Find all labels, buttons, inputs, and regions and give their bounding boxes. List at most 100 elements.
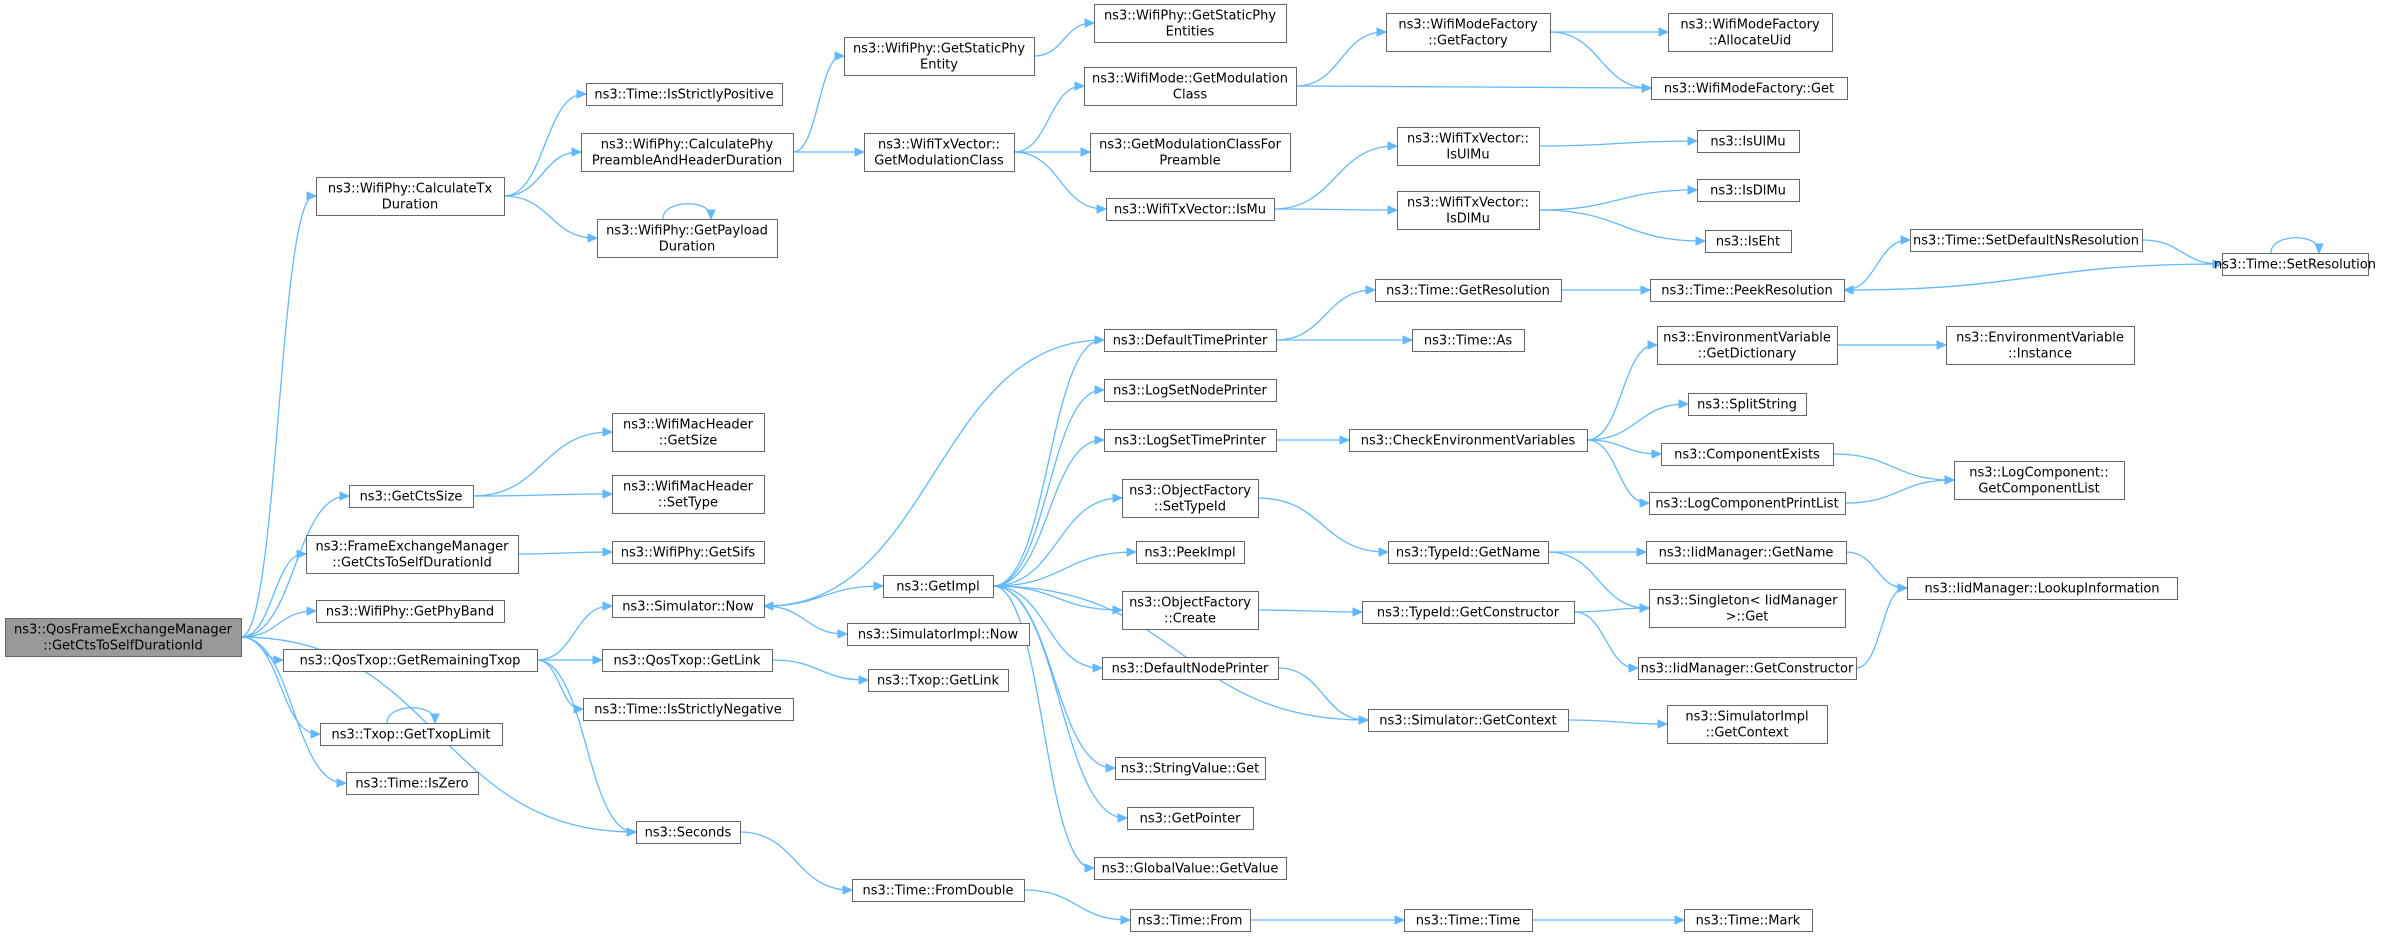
node-simNow-label-line-0: ns3::Simulator::Now (622, 600, 754, 615)
node-logNodePrinter[interactable]: ns3::LogSetNodePrinter (1104, 379, 1277, 402)
node-timeFrom[interactable]: ns3::Time::From (1130, 909, 1251, 932)
node-root[interactable]: ns3::QosFrameExchangeManager::GetCtsToSe… (5, 618, 242, 657)
node-macHdrType[interactable]: ns3::WifiMacHeader::SetType (612, 475, 765, 514)
node-timeSetDefault[interactable]: ns3::Time::SetDefaultNsResolution (1910, 229, 2143, 252)
node-modeFactGet[interactable]: ns3::WifiModeFactory::Get (1651, 77, 1848, 100)
node-timeMark[interactable]: ns3::Time::Mark (1684, 909, 1813, 932)
node-seconds[interactable]: ns3::Seconds (636, 821, 741, 844)
node-objFacSetType[interactable]: ns3::ObjectFactory::SetTypeId (1122, 479, 1259, 518)
node-peekImpl[interactable]: ns3::PeekImpl (1136, 541, 1245, 564)
node-logNodePrinter-label-line-0: ns3::LogSetNodePrinter (1113, 384, 1267, 399)
node-fromDouble[interactable]: ns3::Time::FromDouble (852, 879, 1025, 902)
node-isStrictNeg[interactable]: ns3::Time::IsStrictlyNegative (583, 698, 794, 721)
node-modeFactGetFactory[interactable]: ns3::WifiModeFactory::GetFactory (1386, 13, 1551, 52)
node-getSifs-label-line-0: ns3::WifiPhy::GetSifs (621, 546, 756, 561)
node-defTimePrinter[interactable]: ns3::DefaultTimePrinter (1104, 329, 1277, 352)
node-txvModClass-box (864, 133, 1015, 172)
node-isZero-box (346, 772, 479, 795)
node-globalGetVal[interactable]: ns3::GlobalValue::GetValue (1094, 857, 1287, 880)
node-txvIsUlMu-label-line-0: ns3::WifiTxVector:: (1407, 132, 1529, 147)
node-objFacCreate[interactable]: ns3::ObjectFactory::Create (1122, 591, 1259, 630)
node-timePeekRes[interactable]: ns3::Time::PeekResolution (1650, 279, 1845, 302)
node-getSifs[interactable]: ns3::WifiPhy::GetSifs (612, 541, 765, 564)
node-getCtsSize[interactable]: ns3::GetCtsSize (349, 485, 474, 508)
node-isDlMu-label-line-0: ns3::IsDlMu (1710, 184, 1786, 199)
node-getPointer[interactable]: ns3::GetPointer (1127, 807, 1254, 830)
node-simImplNow[interactable]: ns3::SimulatorImpl::Now (847, 623, 1030, 646)
edge-calcPreamble-to-txvModClass-arrowhead (854, 147, 866, 157)
node-isDlMu[interactable]: ns3::IsDlMu (1697, 179, 1800, 202)
node-root-label-line-1: ::GetCtsToSelfDurationId (43, 639, 203, 654)
node-isZero[interactable]: ns3::Time::IsZero (346, 772, 479, 795)
node-macHdrSize-label-line-1: ::GetSize (659, 434, 718, 449)
node-iidGetName[interactable]: ns3::IidManager::GetName (1646, 541, 1847, 564)
node-checkEnv[interactable]: ns3::CheckEnvironmentVariables (1349, 429, 1588, 452)
edge-simNow-to-simImplNow (763, 605, 846, 635)
node-macHdrSize[interactable]: ns3::WifiMacHeader::GetSize (612, 413, 765, 452)
node-logTimePrinter[interactable]: ns3::LogSetTimePrinter (1104, 429, 1277, 452)
node-envInstance[interactable]: ns3::EnvironmentVariable::Instance (1946, 326, 2135, 365)
edge-timeSetRes-to-timePeekRes-arrowhead (1842, 285, 1854, 295)
node-getPhyBand[interactable]: ns3::WifiPhy::GetPhyBand (316, 600, 505, 623)
node-logTimePrinter-box (1104, 429, 1277, 452)
edge-getImpl-to-peekImpl (992, 551, 1135, 587)
node-globalGetVal-label-line-0: ns3::GlobalValue::GetValue (1102, 862, 1279, 877)
node-txvIsUlMu[interactable]: ns3::WifiTxVector::IsUlMu (1397, 127, 1540, 166)
node-timeTime[interactable]: ns3::Time::Time (1404, 909, 1533, 932)
edge-typeIdGetCtor-to-iidGetCtor-arrowhead (1628, 663, 1640, 673)
node-iidLookup[interactable]: ns3::IidManager::LookupInformation (1907, 577, 2178, 600)
node-iidGetCtor[interactable]: ns3::IidManager::GetConstructor (1638, 657, 1857, 680)
node-timeSetRes[interactable]: ns3::Time::SetResolution (2214, 253, 2376, 276)
node-getCtsSize-box (349, 485, 474, 508)
node-simNow[interactable]: ns3::Simulator::Now (612, 595, 765, 618)
node-modeFactAlloc[interactable]: ns3::WifiModeFactory::AllocateUid (1668, 13, 1833, 52)
node-strValGet[interactable]: ns3::StringValue::Get (1115, 757, 1266, 780)
node-getImpl[interactable]: ns3::GetImpl (883, 575, 994, 598)
node-isStrictPos[interactable]: ns3::Time::IsStrictlyPositive (586, 83, 783, 106)
node-objFacCreate-box (1122, 591, 1259, 630)
node-txopLimit[interactable]: ns3::Txop::GetTxopLimit (320, 723, 503, 746)
node-txvIsMu[interactable]: ns3::WifiTxVector::IsMu (1106, 198, 1275, 221)
node-calcPreamble[interactable]: ns3::WifiPhy::CalculatePhyPreambleAndHea… (581, 133, 794, 172)
edge-getImpl-to-logNodePrinter-arrowhead (1094, 385, 1106, 395)
edge-getImpl-to-globalGetVal-arrowhead (1084, 863, 1096, 873)
node-typeIdGetName[interactable]: ns3::TypeId::GetName (1388, 541, 1549, 564)
node-logCompPrint-label-line-0: ns3::LogComponentPrintList (1655, 497, 1838, 512)
node-defNodePrinter[interactable]: ns3::DefaultNodePrinter (1102, 657, 1279, 680)
node-txvModClass[interactable]: ns3::WifiTxVector::GetModulationClass (864, 133, 1015, 172)
node-qosRemaining[interactable]: ns3::QosTxop::GetRemainingTxop (283, 649, 538, 672)
node-txvIsDlMu[interactable]: ns3::WifiTxVector::IsDlMu (1397, 191, 1540, 230)
node-isEht[interactable]: ns3::IsEht (1705, 230, 1792, 253)
node-qosGetLink[interactable]: ns3::QosTxop::GetLink (602, 649, 773, 672)
edge-getImpl-to-defTimePrinter (992, 339, 1103, 587)
edge-defTimePrinter-to-timeAs-arrowhead (1402, 335, 1414, 345)
node-txopGetLink[interactable]: ns3::Txop::GetLink (868, 669, 1009, 692)
node-simImplGetCtx[interactable]: ns3::SimulatorImpl::GetContext (1667, 705, 1828, 744)
node-singletonGet[interactable]: ns3::Singleton< IidManager>::Get (1649, 589, 1846, 628)
node-splitString[interactable]: ns3::SplitString (1688, 393, 1807, 416)
edge-txvIsDlMu-to-isDlMu-arrowhead (1687, 185, 1699, 195)
node-isUlMu[interactable]: ns3::IsUlMu (1697, 130, 1800, 153)
node-simGetCtx[interactable]: ns3::Simulator::GetContext (1368, 709, 1569, 732)
node-staticPhy-box (844, 37, 1035, 76)
node-femGetCts[interactable]: ns3::FrameExchangeManager::GetCtsToSelfD… (306, 535, 519, 574)
node-timeAs[interactable]: ns3::Time::As (1412, 329, 1525, 352)
node-simImplGetCtx-label-line-0: ns3::SimulatorImpl (1685, 710, 1808, 725)
edge-getImpl-to-simGetCtx (992, 585, 1367, 721)
edge-qosGetLink-to-txopGetLink (771, 659, 867, 681)
node-modeModClass[interactable]: ns3::WifiMode::GetModulationClass (1084, 67, 1297, 106)
node-logCompPrint[interactable]: ns3::LogComponentPrintList (1649, 492, 1846, 515)
node-envGetDict[interactable]: ns3::EnvironmentVariable::GetDictionary (1657, 326, 1838, 365)
node-timeGetRes[interactable]: ns3::Time::GetResolution (1375, 279, 1562, 302)
node-typeIdGetCtor[interactable]: ns3::TypeId::GetConstructor (1362, 601, 1575, 624)
node-logCompGetList[interactable]: ns3::LogComponent::GetComponentList (1954, 461, 2125, 500)
edge-iidGetName-to-iidLookup (1845, 551, 1906, 589)
node-compExists[interactable]: ns3::ComponentExists (1661, 443, 1834, 466)
node-macHdrType-label-line-0: ns3::WifiMacHeader (623, 480, 754, 495)
